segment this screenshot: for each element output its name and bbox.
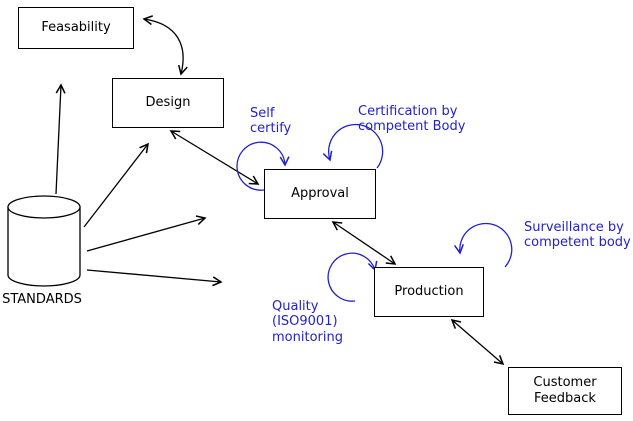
arrow-standards-feasability: [55, 83, 66, 195]
node-design: Design: [112, 78, 224, 128]
loop-surveillance: [453, 222, 513, 268]
loop-self-certify: [236, 141, 290, 191]
arrow-design-approval: [169, 130, 260, 185]
label-surveillance: Surveillance by competent body: [524, 220, 631, 251]
label-certification: Certification by competent Body: [358, 104, 466, 135]
label-quality-monitoring: Quality (ISO9001) monitoring: [272, 299, 343, 345]
loop-quality-monitoring: [327, 252, 378, 302]
label-standards: STANDARDS: [2, 292, 82, 307]
loop-certification: [322, 123, 384, 169]
node-production: Production: [374, 267, 484, 317]
arrow-standards-production: [86, 269, 223, 287]
node-customer-feedback: Customer Feedback: [508, 367, 622, 415]
arrow-approval-production: [331, 221, 397, 265]
node-approval: Approval: [264, 169, 376, 219]
arrow-standards-design: [83, 142, 149, 228]
arrow-standards-approval: [86, 215, 207, 252]
label-self-certify: Self certify: [250, 106, 292, 137]
node-feasability: Feasability: [18, 7, 134, 49]
arrow-feasability-design: [142, 15, 188, 76]
arrow-production-feedback: [450, 318, 505, 366]
standards-cylinder: [7, 195, 81, 287]
